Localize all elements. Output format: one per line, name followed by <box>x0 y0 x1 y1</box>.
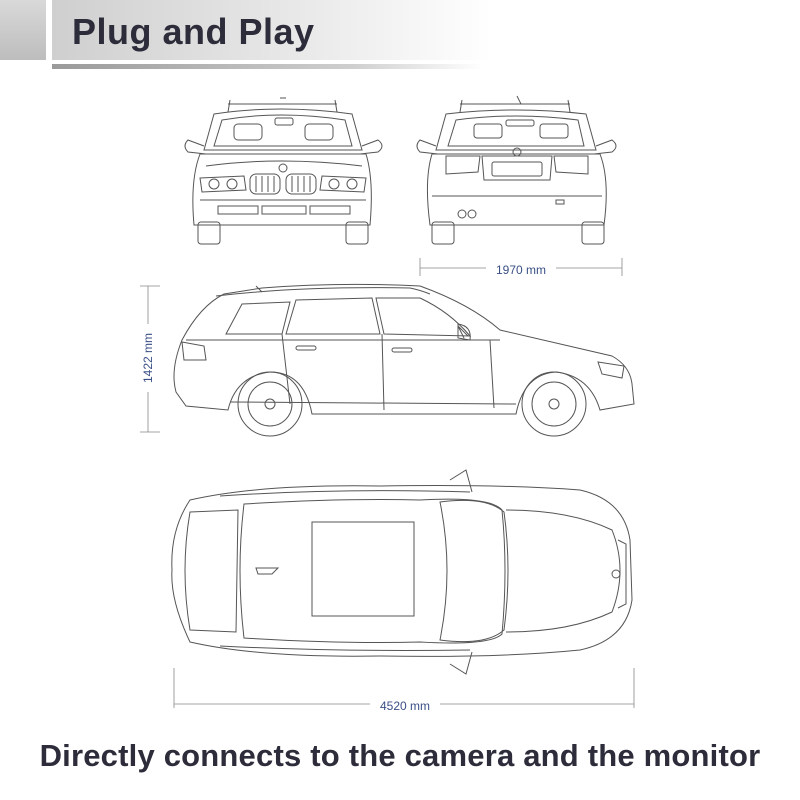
dimension-length <box>173 668 635 708</box>
dimension-height <box>140 285 160 433</box>
banner-accent-square <box>0 0 46 60</box>
width-dimension-label: 1970 mm <box>496 263 546 277</box>
page-title: Plug and Play <box>72 11 315 52</box>
dimension-width <box>419 258 623 276</box>
length-dimension-label: 4520 mm <box>380 699 430 713</box>
car-rear-view <box>416 95 617 245</box>
banner-underline <box>52 64 482 69</box>
banner-gradient-bar <box>52 0 492 60</box>
footer-caption: Directly connects to the camera and the … <box>39 738 761 773</box>
car-front-view <box>184 97 383 245</box>
car-top-view <box>171 469 633 675</box>
car-side-view <box>173 283 635 437</box>
height-dimension-label: 1422 mm <box>141 333 155 383</box>
header-banner: Plug and Play <box>0 0 800 70</box>
